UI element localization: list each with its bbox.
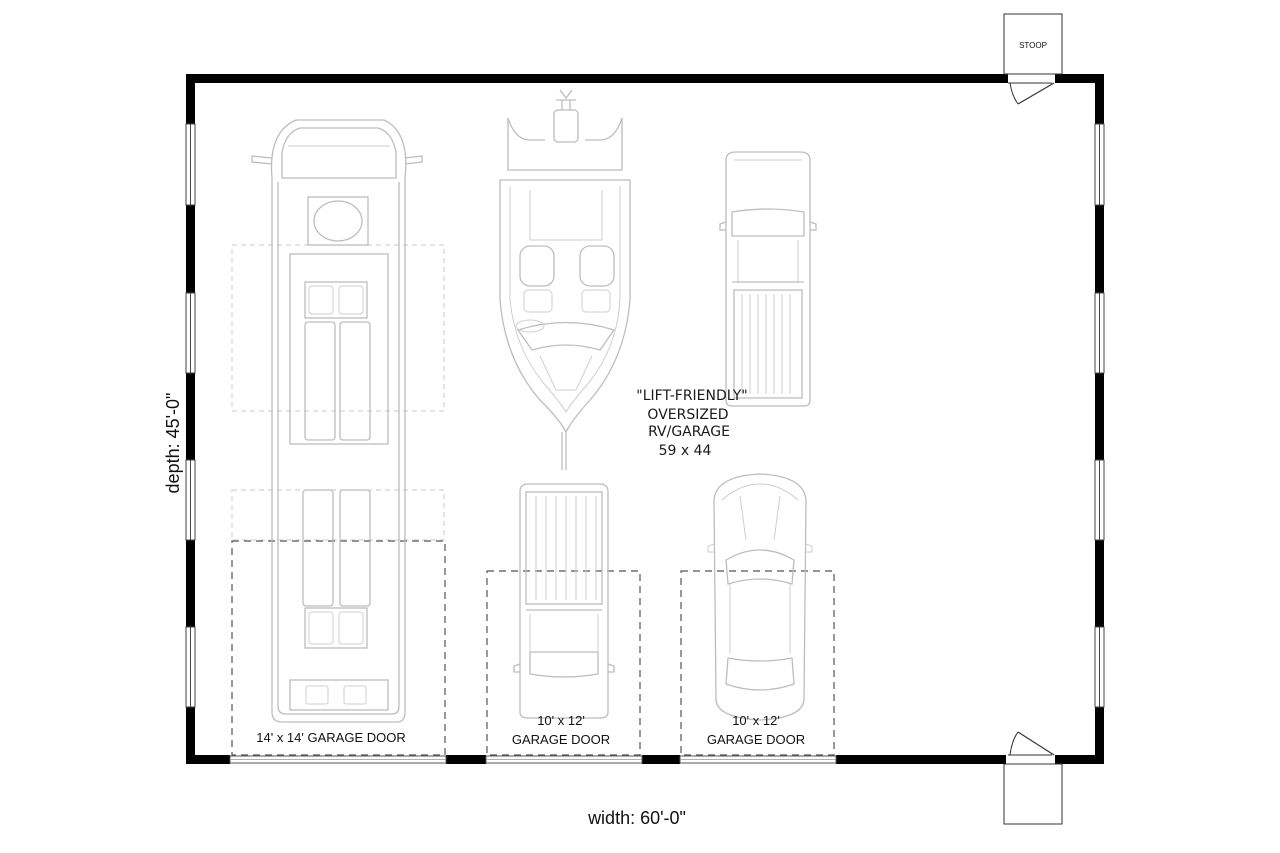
stoop-top: STOOP <box>1003 13 1063 75</box>
door-label-3-size: 10' x 12' <box>732 713 780 728</box>
stoop-label: STOOP <box>1019 41 1047 50</box>
entry-door-top[interactable] <box>1008 82 1055 105</box>
garage-door-openings <box>229 540 837 764</box>
door-label-rv: 14' x 14' GARAGE DOOR <box>256 730 405 745</box>
door-label-3-type: GARAGE DOOR <box>707 732 805 747</box>
windows <box>185 123 1105 708</box>
garage-door-labels: 14' x 14' GARAGE DOOR 10' x 12' GARAGE D… <box>256 713 805 747</box>
title-line-2: OVERSIZED <box>647 407 728 423</box>
title-line-3: RV/GARAGE <box>648 424 730 440</box>
depth-dimension-label: depth: 45'-0" <box>163 393 183 494</box>
entry-door-bottom[interactable] <box>1008 731 1055 756</box>
car-outline <box>707 473 813 721</box>
pickup-truck-outline-1 <box>719 151 817 407</box>
door-label-2-size: 10' x 12' <box>537 713 585 728</box>
width-dimension-label: width: 60'-0" <box>587 808 686 828</box>
stoop-bottom <box>1003 763 1063 825</box>
exterior-walls <box>186 74 1104 764</box>
boat-outline <box>499 89 631 470</box>
pickup-truck-outline-2 <box>513 483 615 719</box>
title-line-4: 59 x 44 <box>659 443 712 459</box>
rv-bus-outline <box>231 119 445 723</box>
title-line-1: "LIFT-FRIENDLY" <box>636 388 747 404</box>
door-label-2-type: GARAGE DOOR <box>512 732 610 747</box>
garage-title-block: "LIFT-FRIENDLY" OVERSIZED RV/GARAGE 59 x… <box>636 388 747 459</box>
